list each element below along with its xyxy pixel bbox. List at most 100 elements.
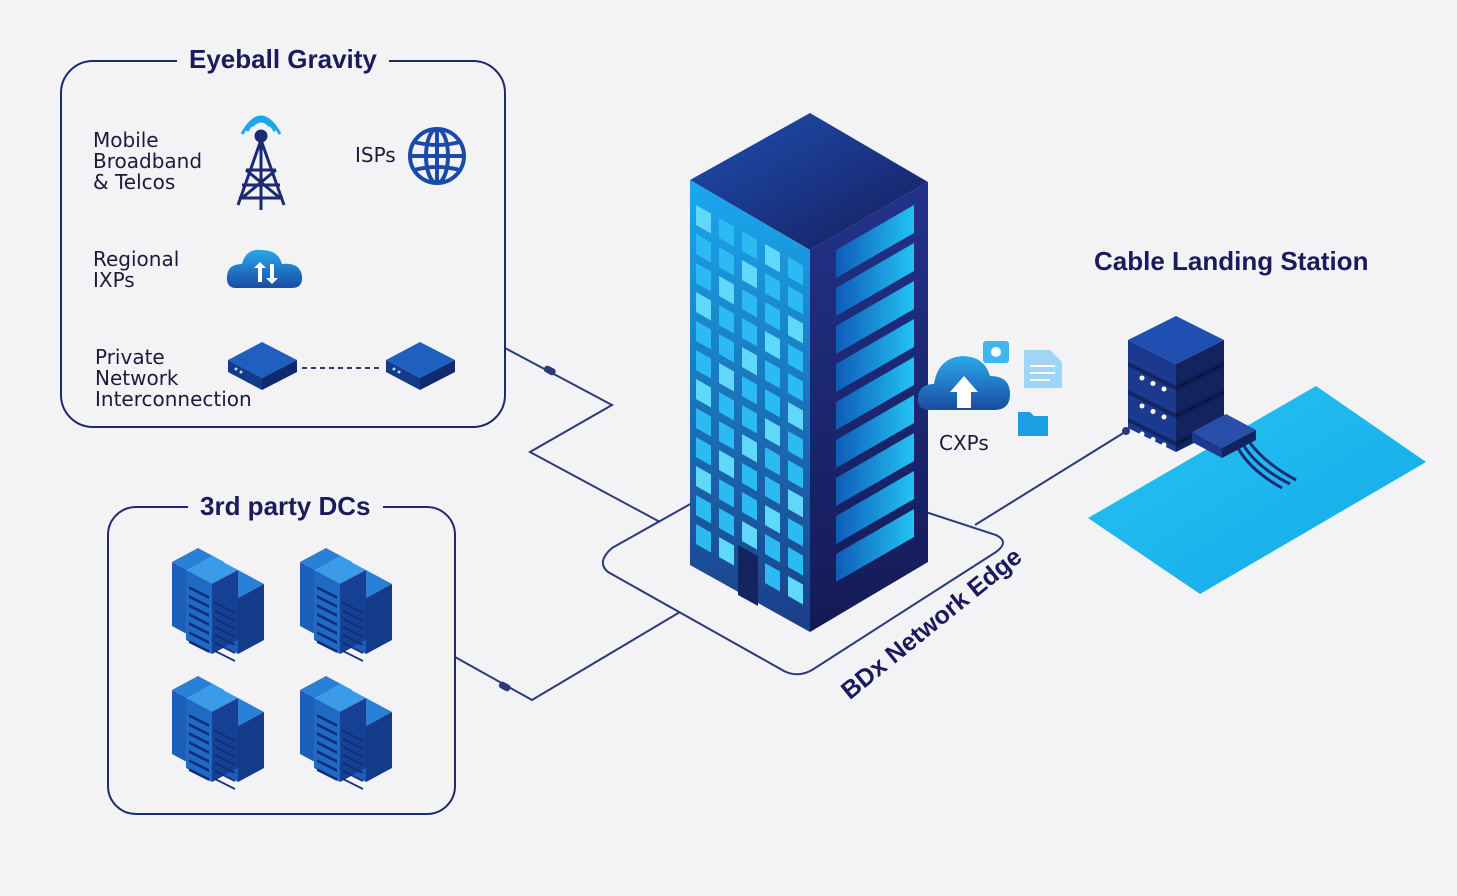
building-window [742,521,757,550]
building-window [765,418,780,447]
building-window [719,537,734,566]
eyeball-gravity-title: Eyeball Gravity [177,44,389,75]
server-led [1150,381,1156,386]
server-led [1139,431,1145,437]
server-led [1161,442,1167,448]
cell-tower-icon [236,115,286,210]
building-window [765,505,780,534]
mobile-broadband-label: Mobile Broadband & Telcos [93,128,203,194]
building-window [696,408,711,437]
building-window [765,563,780,592]
building-window [742,260,757,289]
building-window [765,331,780,360]
regional-ixps-label: Regional IXPs [93,247,180,292]
private-network-label: Private Network Interconnection [95,345,252,411]
building-window [696,524,711,553]
building-window [742,434,757,463]
server-rack-icon [172,676,264,790]
camera-file-icon [983,341,1009,363]
connector-lines [454,347,1130,702]
link-eyeball-edge [504,347,661,523]
building-panel [836,357,914,430]
building-window [719,305,734,334]
server-led [1139,403,1145,409]
building-window [696,205,711,234]
building-window [719,508,734,537]
cable-connector [498,681,511,692]
server-led [1139,375,1145,381]
cloud-updown-icon [226,249,303,288]
building-window [765,273,780,302]
building-window [696,466,711,495]
server-led [1161,386,1167,392]
building-window [742,405,757,434]
folder-icon [1018,412,1048,436]
building-window [788,402,803,431]
third-party-dcs-frame [107,506,456,815]
building-window [765,534,780,563]
building-window [742,231,757,260]
building-panel [836,395,914,468]
building-window [765,244,780,273]
building-window [788,315,803,344]
document-icon [1024,350,1062,388]
server-rack-icon [300,548,392,662]
building-window [719,421,734,450]
globe-icon [408,127,466,185]
building-panel [836,509,914,582]
building-window [788,518,803,547]
office-building-icon [690,113,928,632]
link-dcs-edge [454,611,681,702]
building-panel [836,281,914,354]
building-window [696,292,711,321]
building-panel [836,205,914,278]
building-panel [836,243,914,316]
cloud-upload-icon [917,356,1010,410]
building-window [742,463,757,492]
building-panel [836,471,914,544]
building-window [788,344,803,373]
building-window [696,263,711,292]
link-edge-cable [974,431,1126,526]
building-window [719,334,734,363]
building-window [788,489,803,518]
building-window [742,318,757,347]
cable-landing-platform [1088,386,1426,594]
building-window [788,373,803,402]
third-party-dcs-title: 3rd party DCs [188,491,383,522]
building-window [696,321,711,350]
building-window [788,576,803,605]
server-band [1128,390,1176,418]
building-window [719,363,734,392]
server-band [1128,418,1176,446]
building-panel [836,319,914,392]
building-window [788,286,803,315]
building-window [696,234,711,263]
building-window [788,460,803,489]
server-band [1128,362,1176,390]
building-window [742,492,757,521]
server-led [1161,414,1167,420]
building-window [719,247,734,276]
cable-connector [543,365,556,376]
server-led [1150,437,1156,442]
building-window [765,360,780,389]
building-window [765,476,780,505]
building-window [788,257,803,286]
building-window [719,276,734,305]
building-window [742,347,757,376]
building-window [788,431,803,460]
server-band [1176,390,1224,418]
building-window [696,437,711,466]
building-window [696,379,711,408]
server-led [1150,409,1156,414]
building-window [742,376,757,405]
server-band [1176,362,1224,390]
building-window [719,450,734,479]
building-window [719,392,734,421]
building-window [719,479,734,508]
network-device-icon [228,342,297,390]
server-rack-icon [172,548,264,662]
building-window [696,350,711,379]
